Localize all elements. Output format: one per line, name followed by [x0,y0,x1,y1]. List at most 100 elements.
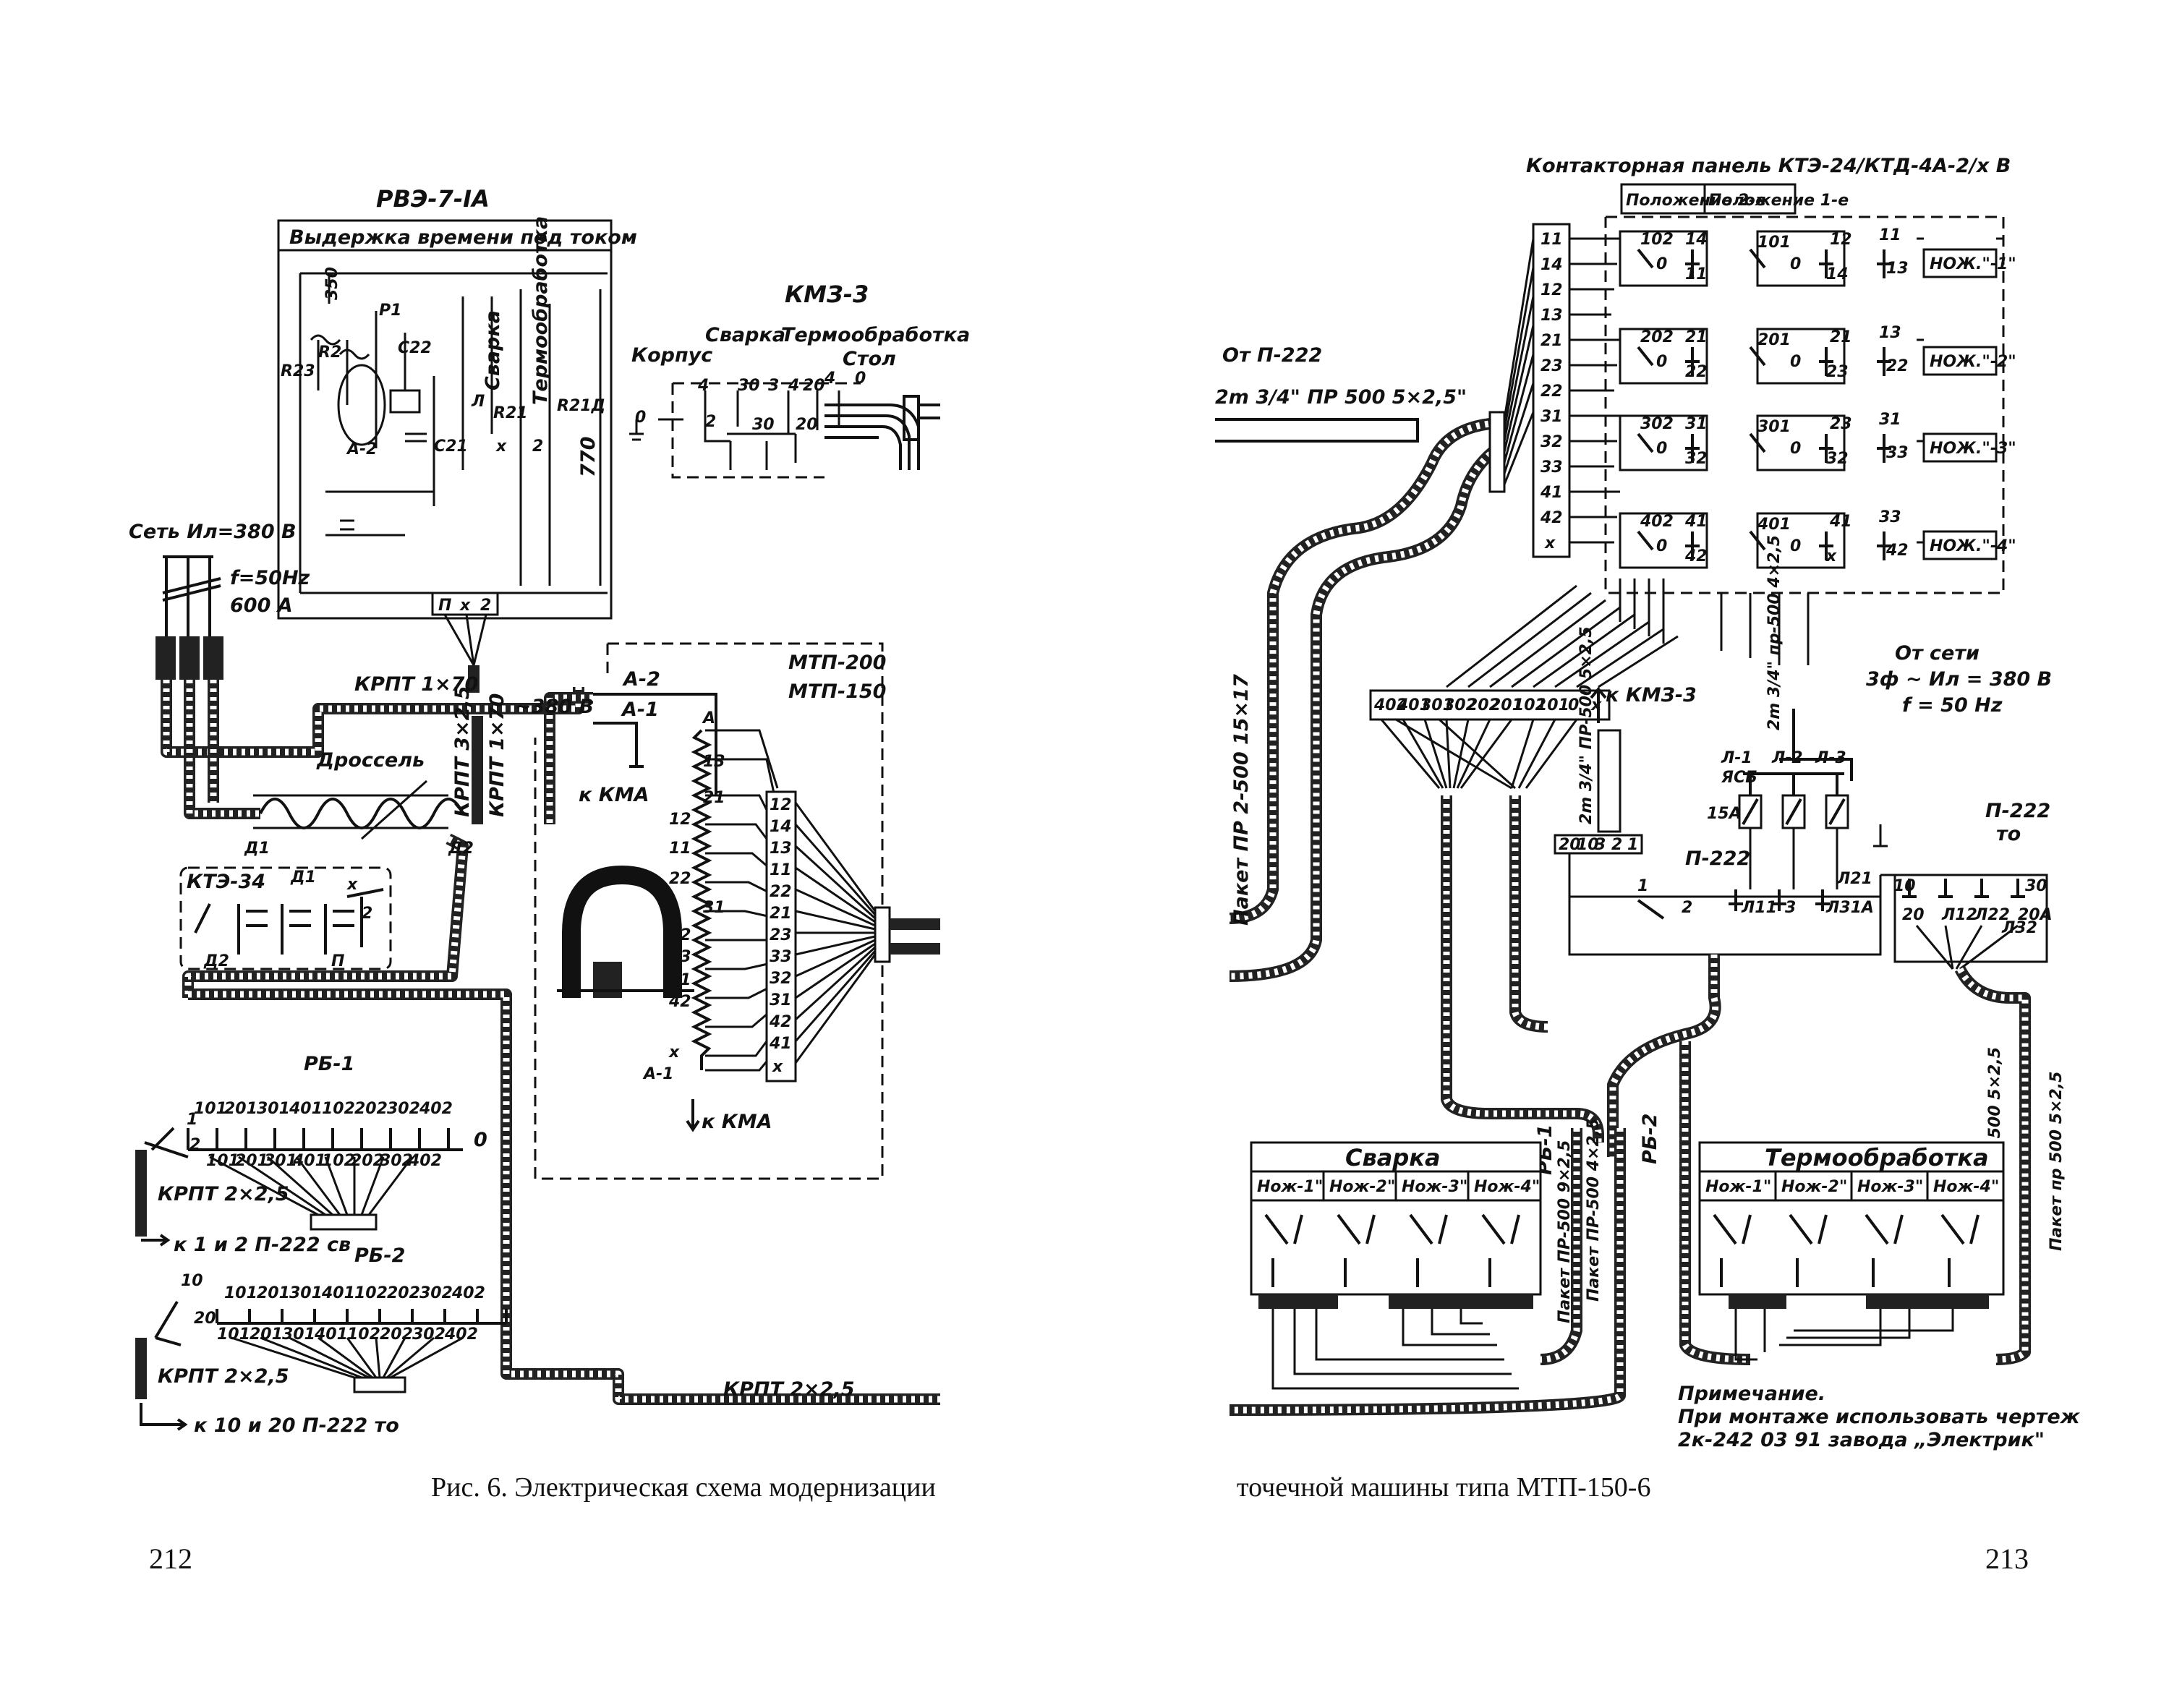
panel-r1-c0: 102 [1640,231,1674,249]
rb1-lever [144,1127,189,1158]
panel-terminal-9: 33 [1541,458,1563,477]
cable-krpt-3x2-5-label: КРПТ 3×2,5 [451,686,474,817]
p222-to-10: 10 [1893,877,1916,895]
d2-label-a: Д2 [448,840,474,858]
rb2-bottom-1: 201 [250,1325,283,1344]
knife-2-label: НОЖ."-2" [1930,353,2016,371]
mains-current: 600 A [230,594,293,617]
rb1-top-0: 101 [194,1100,227,1118]
panel-r2-c4: 201 [1757,331,1791,349]
rb1-top-3: 401 [289,1100,323,1118]
mains-switch [162,555,221,651]
km3-title: КМЗ-3 [785,281,869,308]
rb1-side-2: 2 [189,1136,200,1154]
mtp-outline [534,642,884,1180]
relay-label-c22: C22 [398,339,432,357]
mtp-terminal-strip [765,790,797,1083]
welding-panel: Сварка Нож-1" Нож-2" Нож-3" Нож-4" [1250,1141,1542,1390]
rb2-contacts-top [216,1309,508,1325]
rb1-gland [310,1213,378,1231]
panel-r3-c0: 302 [1640,415,1674,433]
km3-label-svarka: Сварка [705,324,785,346]
heat-knife-blades [1713,1213,1980,1287]
mtp-150-label: МТП-150 [788,680,886,703]
strip-3: 302 [1444,696,1477,714]
rb1-bottom-6: 302 [380,1152,413,1170]
contactor-panel: Контакторная панель КТЭ-24/КТД-4А-2/х В … [1446,155,2016,688]
position-2-box [1620,183,1706,215]
tap-label-0: А [702,709,715,727]
mtp-fan-wires [794,802,877,1064]
panel-r1-c4: 101 [1757,234,1791,252]
relay-label-svarka: Сварка [482,310,504,390]
packet-left-cable-2 [1229,443,1501,982]
km3-ref-arrow [1590,686,1607,723]
panel-r4-c3: 42 [1684,547,1708,565]
note-line1: При монтаже использовать чертеж [1678,1406,2081,1428]
panel-r3-c4: 301 [1757,418,1791,436]
tap-label-1: 13 [703,753,725,771]
panel-terminal-10: 41 [1540,484,1563,502]
welding-knife-2: Нож-2" [1329,1178,1395,1196]
panel-r2-c2: 21 [1685,328,1708,346]
panel-terminal-6: 22 [1541,383,1563,401]
d2-label-b: Д2 [203,952,229,970]
rb2-side-10: 10 [181,1272,203,1290]
rb2-bottom-6: 302 [412,1325,446,1344]
welding-terminals-2 [1389,1294,1533,1309]
terminal-9: 31 [770,991,792,1009]
welding-panel-box [1250,1141,1542,1296]
panel-r1-c5: 0 [1790,255,1801,273]
km3-l-20a: 20 [803,377,825,395]
knife-3-box [1922,432,1998,463]
relay-label-r21d: R21Д [557,397,605,415]
panel-r2-c5: 0 [1790,353,1801,371]
km3-cable-bundle [824,403,920,470]
relay-label-350: 350 [323,267,341,300]
terminal-2: 13 [770,840,792,858]
strip-0: 402 [1373,696,1407,714]
relay-lower-wiring [325,490,434,537]
mtp-200-label: МТП-200 [788,652,886,674]
rb1-bottom-2: 301 [264,1152,297,1170]
mains-right: к КМЗ-3 2m 3/4" ПР-500 5×2,5 2m 3/4" пр-… [1554,535,2052,889]
choke-core [253,780,448,840]
strip-1: 401 [1397,696,1431,714]
panel-row-1: 102 0 14 11 101 0 12 14 11 13 [1619,226,1909,287]
terminal-10: 42 [769,1013,792,1031]
tap-label-6: 31 [703,899,725,917]
welding-terminals-1 [1258,1294,1338,1309]
panel-r4-c1: 0 [1656,537,1667,555]
welding-knife-blades [1264,1213,1520,1287]
terminal-4: 22 [770,883,792,901]
panel-r1-c3: 11 [1685,265,1708,283]
p222-l-l31a: Л31А [1825,899,1874,917]
choke-label: Дроссель [316,749,425,772]
heat-terminals-2 [1866,1294,1989,1309]
strip-5: 201 [1490,696,1523,714]
heat-knife-4: Нож-4" [1933,1178,1999,1196]
km3-l-2: 2 [705,413,716,431]
p222-l-2: 2 [1682,899,1692,917]
rb2-top-3: 401 [321,1284,355,1302]
km3-l-4a: 4 [697,377,709,395]
tap-label-12: А-1 [642,1065,673,1083]
fuse-3 [203,636,223,680]
km3-dashed-outline [671,382,861,479]
packet-pr500-2-label: Пакет ПР-500 4×2,5 [1585,1119,1603,1302]
distribution-strip-box [1369,689,1611,721]
rb1-bottom-7: 402 [408,1152,442,1170]
panel-terminal-2: 12 [1541,281,1563,299]
relay-terminal-2: 2 [480,597,491,615]
panel-bus-wires [1569,237,1620,544]
panel-r2-c3: 22 [1685,363,1708,381]
fuse-2 [179,636,200,680]
distribution-strip: 402 401 301 302 202 201 102 101 0 x [1369,689,1611,1143]
rb1-top-5: 202 [354,1100,388,1118]
mains-spec-label: 3ф ~ Ил = 380 В [1866,668,2052,691]
km3-cable-end [903,395,940,441]
rb2-bottom-0: 101 [217,1325,250,1344]
relay-capacitor [389,389,427,443]
rb2-bottom-3: 401 [314,1325,348,1344]
p222-to-fan [1915,924,2019,970]
